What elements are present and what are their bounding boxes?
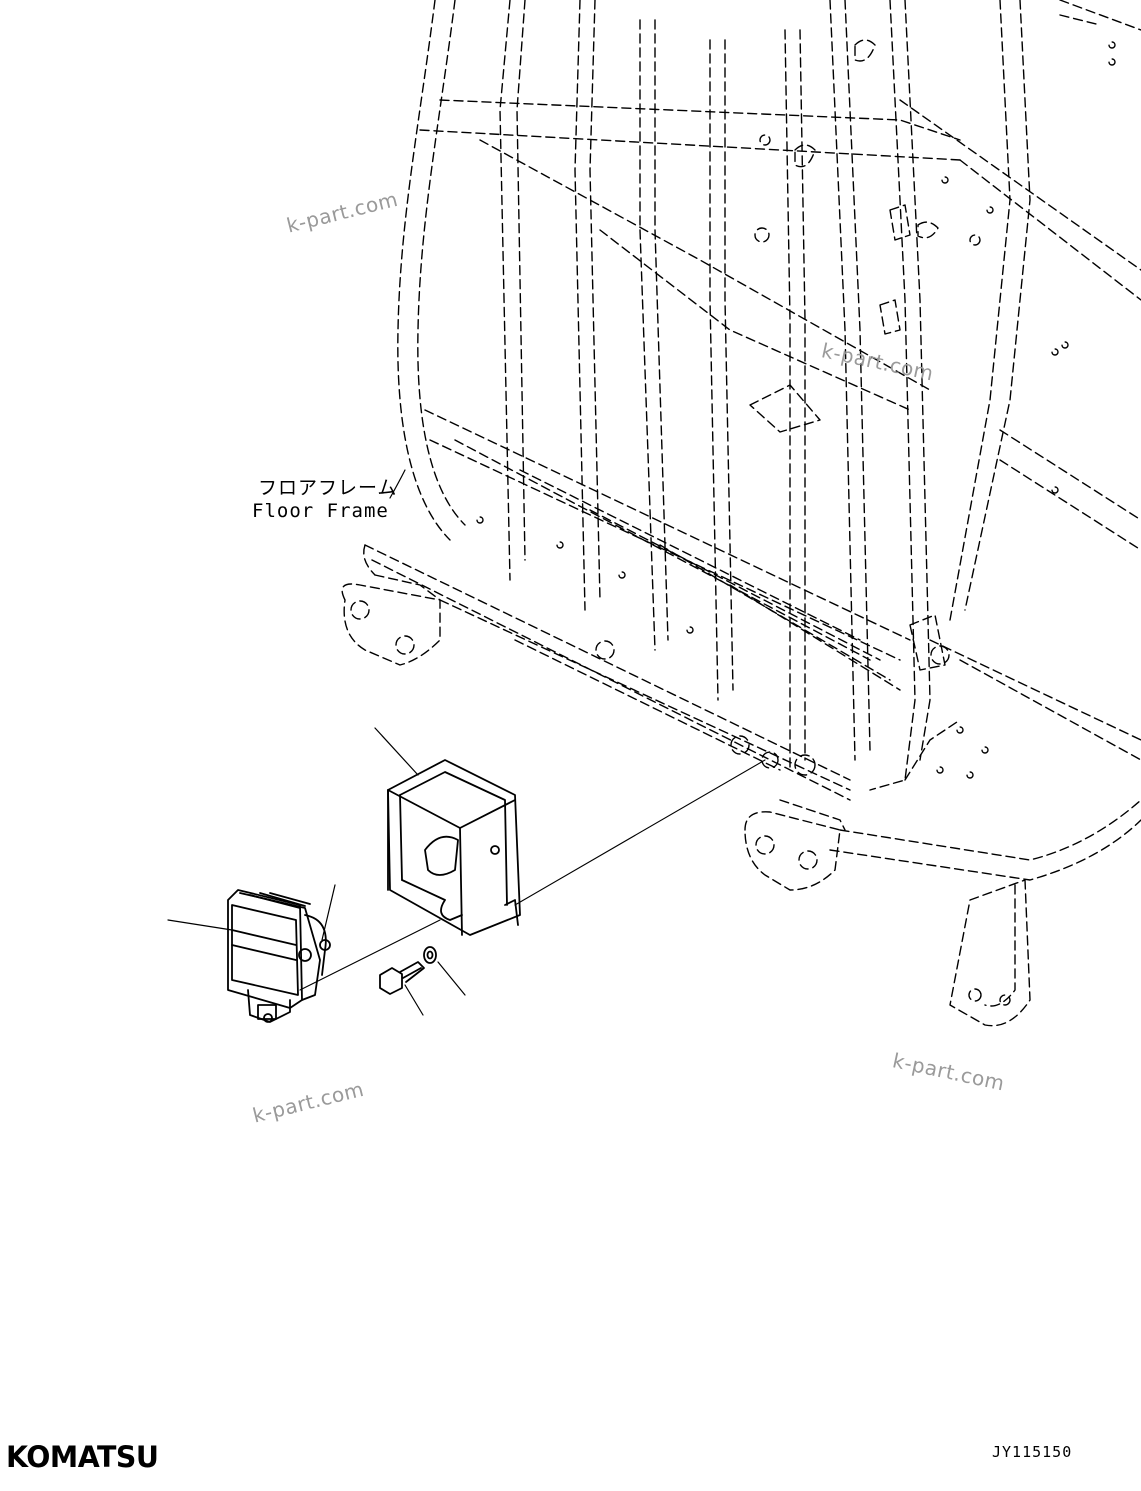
washer <box>423 946 437 964</box>
floor-frame-label-english: Floor Frame <box>252 500 389 522</box>
assembly-centerline <box>299 759 766 991</box>
lamp-guard <box>387 759 521 936</box>
floor-frame <box>341 516 1141 1027</box>
komatsu-logo: KOMATSU <box>6 1440 159 1474</box>
bolt <box>379 961 425 995</box>
floor-frame-label-japanese: フロアフレーム <box>258 477 398 499</box>
work-lamp <box>227 889 331 1023</box>
drawing-number: JY115150 <box>992 1443 1073 1461</box>
rops-frame <box>397 0 1141 791</box>
leader-lines <box>167 469 466 1016</box>
